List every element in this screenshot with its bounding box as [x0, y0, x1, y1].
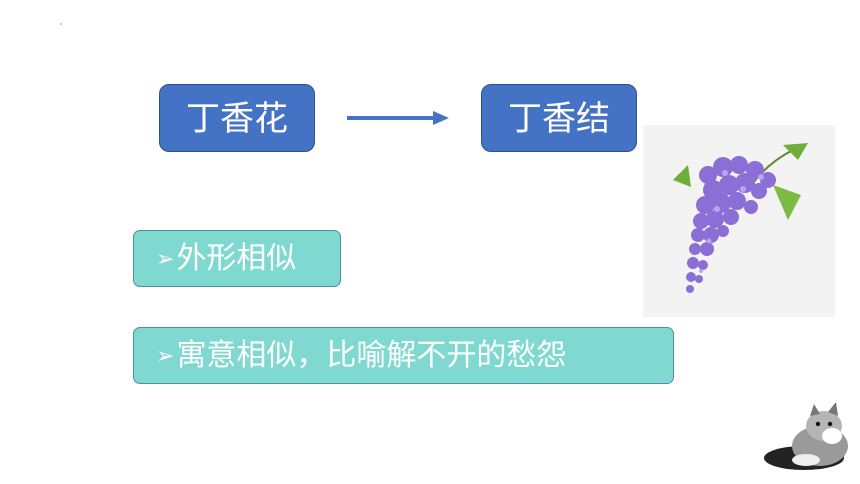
point-text-meaning: 寓意相似，比喻解不开的愁怨: [176, 338, 567, 373]
term-label-lilac-flower: 丁香花: [186, 99, 288, 139]
lilac-flower-image: [643, 125, 835, 317]
cat-icon: [764, 402, 848, 470]
point-box-shape: ➢外形相似: [133, 230, 341, 287]
cat-image: [754, 402, 854, 474]
lilac-flower-icon: [673, 143, 808, 293]
decorative-dot: [60, 23, 62, 25]
right-arrow-icon: [347, 111, 449, 125]
term-box-lilac-flower: 丁香花: [159, 84, 315, 152]
term-box-lilac-knot: 丁香结: [481, 84, 637, 152]
point-text-shape: 外形相似: [176, 241, 297, 276]
point-box-meaning: ➢寓意相似，比喻解不开的愁怨: [133, 327, 674, 384]
bullet-arrow-icon: ➢: [156, 247, 175, 272]
term-label-lilac-knot: 丁香结: [508, 99, 610, 139]
bullet-arrow-icon: ➢: [156, 344, 175, 369]
